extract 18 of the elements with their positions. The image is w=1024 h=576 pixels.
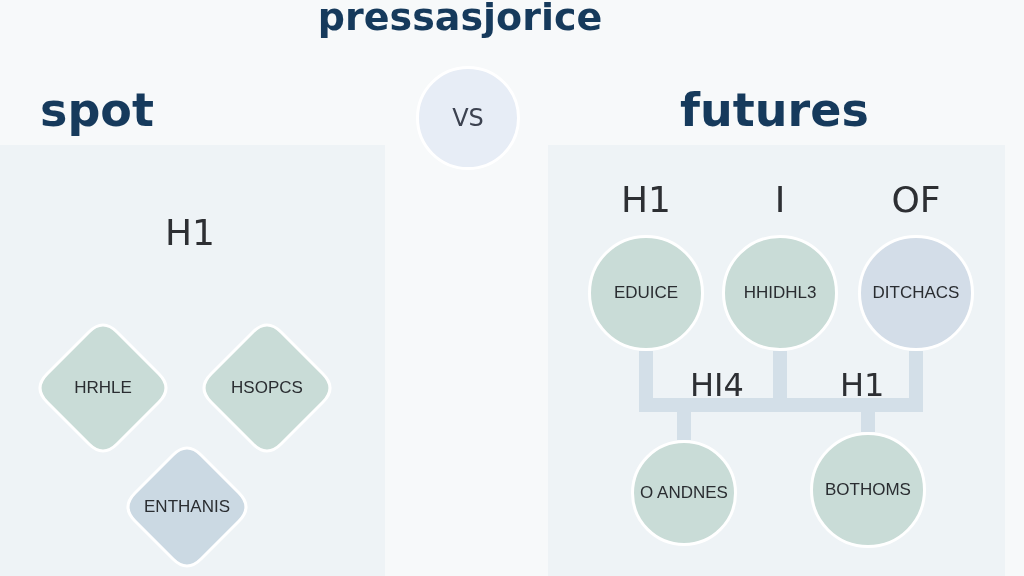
diamond-label: HSOPCS (231, 378, 303, 398)
circle-label: O ANDNES (640, 483, 728, 503)
panel-heading: futures (680, 82, 869, 139)
panel-heading: spot (40, 82, 154, 139)
circle-label: HHIDHL3 (743, 283, 817, 303)
column-heading: I (773, 179, 787, 220)
vs-label: VS (452, 104, 484, 132)
diamond-label: HRHLE (74, 378, 132, 398)
panel-subheading: H1 (165, 212, 215, 253)
bar-label: HI4 (690, 366, 744, 404)
circle-label: EDUICE (613, 283, 679, 303)
circle-label: BOTHOMS (825, 480, 911, 500)
diamond-label: ENTHANIS (144, 497, 230, 517)
column-heading: H1 (620, 179, 672, 220)
bar-label: H1 (840, 366, 885, 404)
diagram-title: pressasjorice (316, 0, 604, 38)
column-heading: OF (890, 179, 942, 220)
circle-label: DITCHACS (872, 283, 960, 303)
